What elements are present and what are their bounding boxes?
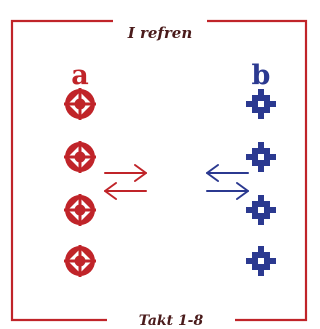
stepped-cross-icon (246, 89, 276, 119)
arrow-right (206, 182, 249, 200)
stepped-cross-icon (246, 246, 276, 276)
stepped-cross-icon (246, 195, 276, 225)
column-b-symbols (246, 89, 276, 276)
diagram-title: I refren (127, 24, 193, 42)
diagram-caption: Takt 1-8 (139, 313, 204, 329)
stepped-cross-icon (246, 142, 276, 172)
frame (10, 19, 308, 322)
column-label-a: a (71, 60, 89, 91)
circle-diamond-icon (64, 88, 96, 120)
frame-right (207, 19, 308, 322)
arrows (104, 164, 249, 200)
frame-left (10, 19, 113, 322)
arrow-left (104, 182, 147, 200)
circle-diamond-icon (64, 141, 96, 173)
column-label-b: b (252, 60, 271, 91)
circle-diamond-icon (64, 194, 96, 226)
arrow-right (104, 164, 147, 182)
arrow-left (206, 164, 249, 182)
column-a-symbols (64, 88, 96, 277)
circle-diamond-icon (64, 245, 96, 277)
